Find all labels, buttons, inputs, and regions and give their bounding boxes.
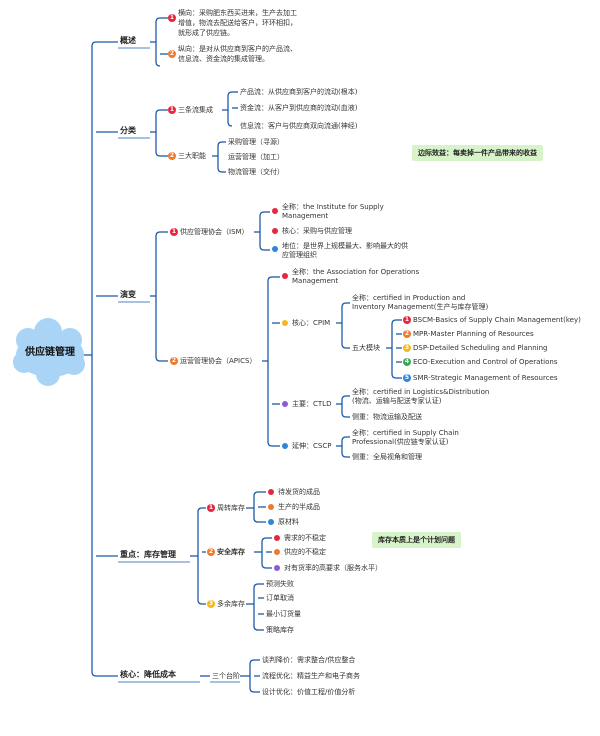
ctld-fullname-1[interactable]: 全称：certified in Logistics&Distribution [352,388,490,396]
apics-ext-label[interactable]: 延伸：CSCP [292,442,332,450]
badge-2: 2 [207,548,215,556]
bullet-red [274,535,280,541]
inventory-callout[interactable]: 库存本质上是个计划问题 [372,532,461,548]
turnover-label[interactable]: 周转库存 [217,504,245,512]
apics-label[interactable]: 运营管理协会（APICS） [180,357,257,365]
turnover-item-2[interactable]: 生产的半成品 [278,503,320,511]
overview-vertical-line-2[interactable]: 信息流、资金流的集成管理。 [178,55,269,63]
branch-evolution[interactable]: 演变 [120,290,136,299]
surplus-item-2[interactable]: 订单取消 [266,594,294,602]
badge-2: 2 [168,50,176,58]
apics-core-label[interactable]: 核心：CPIM [292,319,331,327]
surplus-item-1[interactable]: 预测失败 [266,580,294,588]
five-modules-label[interactable]: 五大模块 [352,344,380,352]
bullet-red [272,208,278,214]
badge-1: 1 [168,14,176,22]
overview-vertical-line-1[interactable]: 纵向：是对从供应商到客户的产品流、 [178,45,297,53]
badge-2: 2 [168,152,176,160]
badge-2: 2 [403,330,411,338]
surplus-item-4[interactable]: 策略库存 [266,626,294,634]
three-functions-label[interactable]: 三大职能 [178,152,206,160]
bullet-purple [274,565,280,571]
overview-horizontal-line-3[interactable]: 就形成了供应链。 [178,29,234,37]
badge-1: 1 [403,316,411,324]
safety-item-2[interactable]: 供应的不稳定 [284,548,326,556]
ism-label[interactable]: 供应管理协会（ISM） [180,228,249,236]
cpim-fullname-2[interactable]: Inventory Management(生产与库存管理) [352,303,489,311]
bullet-red [272,228,278,234]
module-dsp[interactable]: DSP-Detailed Scheduling and Planning [413,344,548,352]
badge-3: 3 [207,600,215,608]
safety-item-1[interactable]: 需求的不稳定 [284,534,326,542]
bullet-orange [268,504,274,510]
module-eco[interactable]: ECO-Execution and Control of Operations [413,358,558,366]
apics-main-label[interactable]: 主要：CTLD [292,400,332,408]
flow-product[interactable]: 产品流：从供应商到客户的流动(根本) [240,88,358,96]
ism-status-2[interactable]: 应管理组织 [282,251,317,259]
bullet-blue [272,246,278,252]
function-logistics[interactable]: 物流管理（交付） [228,168,284,176]
bullet-red [268,489,274,495]
cscp-focus[interactable]: 侧重：全局视角和管理 [352,453,422,461]
safety-label[interactable]: 安全库存 [217,548,245,556]
function-operations[interactable]: 运营管理（加工） [228,153,284,161]
three-flows-label[interactable]: 三条流集成 [178,106,213,114]
marginal-benefit-callout[interactable]: 边际效益：每卖掉一件产品带来的收益 [412,145,543,161]
ism-status-1[interactable]: 地位：是世界上规模最大、影响最大的供 [282,242,408,250]
cscp-fullname-2[interactable]: Professional(供应链专家认证) [352,438,449,446]
turnover-item-1[interactable]: 待发货的成品 [278,488,320,496]
badge-2: 2 [170,357,178,365]
overview-horizontal-line-2[interactable]: 增值，物流去配送给客户，环环相扣， [178,19,297,27]
apics-fullname-1[interactable]: 全称：the Association for Operations [292,268,420,276]
module-smr[interactable]: SMR-Strategic Management of Resources [413,374,558,382]
bullet-red [282,273,288,279]
overview-horizontal-line-1[interactable]: 横向：采购肥东西买进来，生产去加工 [178,9,297,17]
flow-info[interactable]: 信息流：客户与供应商双向流通(神经) [240,122,358,130]
flow-fund[interactable]: 资金流：从客户到供应商的流动(血液) [240,104,358,112]
function-procurement[interactable]: 采购管理（寻源） [228,138,284,146]
surplus-label[interactable]: 多余库存 [217,600,245,608]
steps-label[interactable]: 三个台阶 [212,672,240,680]
branch-classification[interactable]: 分类 [120,126,136,135]
ism-fullname-1[interactable]: 全称：the Institute for Supply [282,203,384,211]
step-2[interactable]: 流程优化：精益生产和电子商务 [262,672,360,680]
module-bscm[interactable]: BSCM-Basics of Supply Chain Management(k… [413,316,581,324]
surplus-item-3[interactable]: 最小订货量 [266,610,301,618]
bullet-orange [274,549,280,555]
turnover-item-3[interactable]: 原材料 [278,518,299,526]
badge-1: 1 [207,504,215,512]
root-cloud [13,318,85,386]
badge-1: 1 [170,228,178,236]
step-3[interactable]: 设计优化：价值工程/价值分析 [262,688,356,696]
ism-fullname-2[interactable]: Management [282,212,329,220]
badge-1: 1 [168,106,176,114]
badge-4: 4 [403,358,411,366]
root-node[interactable]: 供应链管理 [25,347,75,358]
module-mpr[interactable]: MPR-Master Planning of Resources [413,330,534,338]
bullet-yellow [282,320,288,326]
safety-item-3[interactable]: 对有货率的高要求（服务水平） [284,564,382,572]
cpim-fullname-1[interactable]: 全称：certified in Production and [352,294,466,302]
branch-overview[interactable]: 概述 [120,36,136,45]
ctld-focus[interactable]: 侧重：物流运输及配送 [352,413,422,421]
bullet-blue [268,519,274,525]
apics-fullname-2[interactable]: Management [292,277,339,285]
branch-key[interactable]: 重点：库存管理 [120,550,176,559]
ism-core[interactable]: 核心：采购与供应管理 [282,227,352,235]
branch-core[interactable]: 核心：降低成本 [120,670,176,679]
badge-3: 3 [403,344,411,352]
cscp-fullname-1[interactable]: 全称：certified in Supply Chain [352,429,459,437]
bullet-purple [282,401,288,407]
step-1[interactable]: 谈判降价：需求整合/供应整合 [262,656,356,664]
ctld-fullname-2[interactable]: (物流、运输与配送专家认证) [352,397,442,405]
badge-5: 5 [403,374,411,382]
bullet-blue [282,443,288,449]
